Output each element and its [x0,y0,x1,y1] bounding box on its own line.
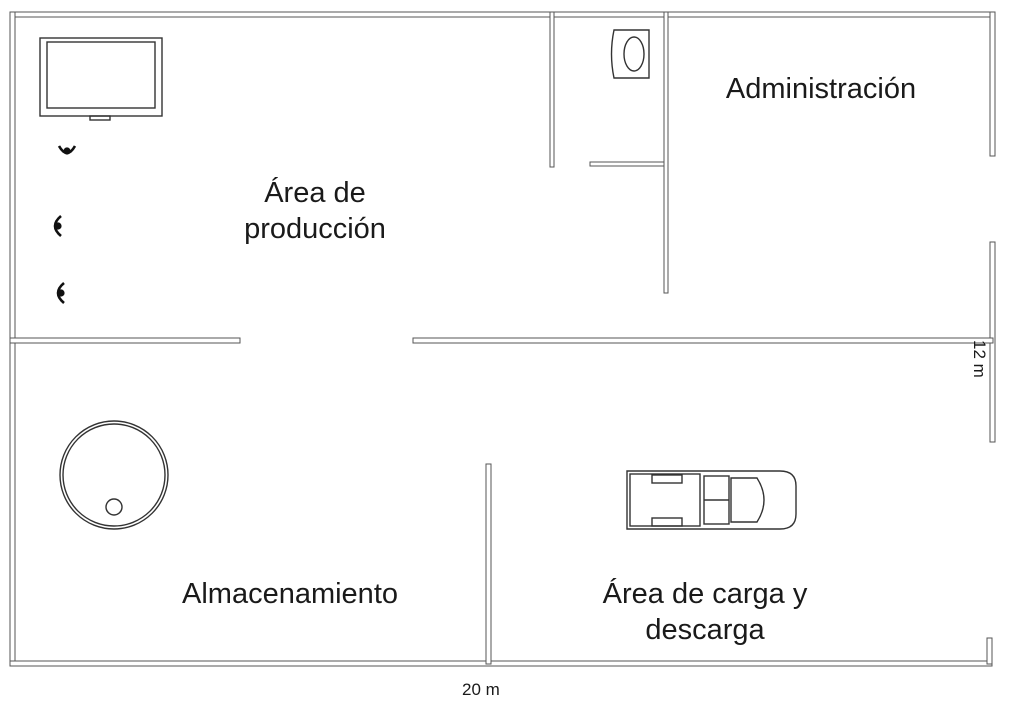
truck-icon [626,470,797,530]
right-wall-upper [989,11,996,157]
loading-area-label-line2: descarga [645,614,765,646]
admin-wall [663,11,669,294]
worker-icon [56,282,65,304]
machine-icon [39,37,163,121]
top-wall [9,11,996,18]
loading-area-label: Área de carga y descarga [560,576,850,648]
bottom-wall [9,660,993,667]
middle-wall-right [412,337,994,344]
loading-area-label-line1: Área de carga y [602,578,808,610]
toilet-icon [610,29,650,79]
storage-label: Almacenamiento [182,578,398,610]
width-dimension: 20 m [462,680,500,699]
administration-label: Administración [725,73,917,105]
middle-wall-left [9,337,241,344]
storage-loading-wall [485,463,492,665]
tank-icon [59,420,169,530]
bathroom-wall-bottom [589,161,668,167]
worker-icon [57,145,77,155]
production-area-label-line2: producción [244,213,386,245]
right-wall-lower [986,637,993,665]
production-area-label: Área de producción [215,175,415,247]
production-area-label-line1: Área de [264,177,366,209]
height-dimension: 12 m [970,340,989,378]
bathroom-wall-left [549,11,555,168]
worker-icon [53,215,62,237]
